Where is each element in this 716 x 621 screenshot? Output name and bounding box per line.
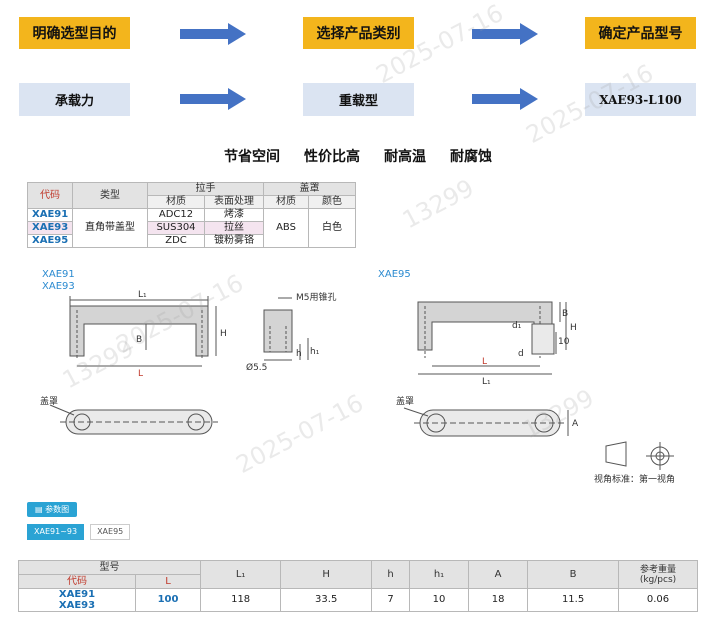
flow-value-label: 重载型 — [338, 94, 378, 109]
slogan-item: 性价比高 — [304, 149, 360, 165]
cell-cover-material: ABS — [263, 208, 309, 248]
header-h: H — [280, 560, 373, 589]
arrow-right-icon — [180, 23, 246, 45]
cell-l: 100 — [135, 588, 201, 612]
tab-xae91-93[interactable]: XAE91~93 — [27, 524, 85, 540]
watermark: 13299 — [397, 173, 479, 235]
cell-h-small: 7 — [371, 588, 410, 612]
spec-table: 代码 类型 拉手 盖罩 材质 表面处理 材质 颜色 XAE91 直角带盖型 AD… — [27, 182, 356, 248]
flow-step-purpose: 明确选型目的 — [19, 17, 130, 49]
svg-text:视角标准：第一视角: 视角标准：第一视角 — [594, 473, 675, 485]
svg-text:盖罩: 盖罩 — [396, 395, 414, 407]
header-type: 类型 — [72, 182, 148, 209]
header-cover: 盖罩 — [263, 182, 356, 196]
svg-text:L₁: L₁ — [482, 377, 491, 387]
param-table: 型号 L₁ H h h₁ A B 参考重量 (kg/pcs) 代码 L XAE9… — [18, 560, 698, 612]
cell-material: ADC12 — [147, 208, 205, 222]
cell-surface: 拉丝 — [204, 221, 264, 235]
header-handle: 拉手 — [147, 182, 264, 196]
cell-surface: 镀粉雾铬 — [204, 234, 264, 248]
slogan-item: 节省空间 — [224, 149, 280, 165]
flow-value-load: 承载力 — [19, 83, 130, 116]
cell-type: 直角带盖型 — [72, 208, 148, 248]
technical-drawing: L₁ L H B M5用锥孔 Ø5.5 h h₁ 盖罩 L L₁ B H d₁ … — [40, 290, 675, 485]
flow-value-part-number: XAE93-L100 — [585, 83, 696, 116]
svg-text:10: 10 — [558, 337, 570, 347]
cell-surface: 烤漆 — [204, 208, 264, 222]
svg-text:H: H — [220, 329, 227, 339]
header-code: 代码 — [18, 574, 136, 589]
cell-code: XAE93 — [27, 221, 73, 235]
cell-weight: 0.06 — [618, 588, 698, 612]
header-material: 材质 — [147, 195, 205, 209]
svg-text:盖罩: 盖罩 — [40, 395, 58, 407]
cell-h: 33.5 — [280, 588, 373, 612]
svg-text:A: A — [572, 419, 579, 429]
badge-label: 参数图 — [45, 505, 70, 514]
flow-value-heavy: 重载型 — [303, 83, 414, 116]
svg-text:d: d — [518, 349, 524, 359]
table-row: XAE95 ZDC 镀粉雾铬 — [27, 234, 356, 248]
cell-b: 11.5 — [527, 588, 619, 612]
svg-text:Ø5.5: Ø5.5 — [246, 362, 267, 373]
cell-material: SUS304 — [147, 221, 205, 235]
header-surface: 表面处理 — [204, 195, 264, 209]
header-h1: h₁ — [408, 560, 470, 589]
slogan-item: 耐腐蚀 — [450, 149, 492, 165]
model-tabs: XAE91~93 XAE95 — [27, 524, 131, 540]
header-l: L — [135, 574, 201, 589]
svg-text:L: L — [138, 369, 143, 379]
svg-text:M5用锥孔: M5用锥孔 — [296, 291, 337, 303]
cell-h1: 10 — [408, 588, 470, 612]
cell-a: 18 — [468, 588, 529, 612]
header-code: 代码 — [27, 182, 73, 209]
cell-code: XAE95 — [27, 234, 73, 248]
header-color: 颜色 — [308, 195, 356, 209]
arrow-right-icon — [180, 88, 246, 110]
svg-text:L₁: L₁ — [138, 290, 147, 300]
header-a: A — [468, 560, 529, 589]
cell-material: ZDC — [147, 234, 205, 248]
dimension-labels: L₁ L H B M5用锥孔 Ø5.5 h h₁ 盖罩 L L₁ B H d₁ … — [40, 290, 675, 485]
svg-text:h: h — [296, 349, 302, 359]
flow-step-model: 确定产品型号 — [585, 17, 696, 49]
param-diagram-badge: ▤ 参数图 — [27, 502, 78, 517]
cell-code: XAE91 — [27, 208, 73, 222]
slogan-item: 耐高温 — [384, 149, 426, 165]
arrow-right-icon — [472, 23, 538, 45]
flow-step-label: 选择产品类别 — [316, 26, 401, 42]
feature-slogans: 节省空间 性价比高 耐高温 耐腐蚀 — [0, 146, 716, 166]
flow-step-label: 明确选型目的 — [32, 26, 117, 42]
flow-step-category: 选择产品类别 — [303, 17, 414, 49]
drawing-label-right: XAE95 — [378, 269, 411, 280]
header-b: B — [527, 560, 619, 589]
svg-text:L: L — [482, 357, 487, 367]
header-weight: 参考重量 (kg/pcs) — [618, 560, 698, 589]
cell-l1: 118 — [199, 588, 282, 612]
header-cover-material: 材质 — [263, 195, 309, 209]
document-icon: ▤ — [35, 505, 46, 514]
table-row: XAE91 直角带盖型 ADC12 烤漆 ABS 白色 — [27, 208, 356, 248]
flow-value-label: 承载力 — [54, 94, 94, 109]
header-h-small: h — [371, 560, 410, 589]
svg-text:H: H — [570, 323, 577, 333]
svg-text:B: B — [136, 335, 142, 345]
svg-text:d₁: d₁ — [512, 321, 522, 331]
arrow-right-icon — [472, 88, 538, 110]
svg-text:h₁: h₁ — [310, 347, 320, 357]
flow-step-label: 确定产品型号 — [598, 26, 683, 42]
tab-xae95[interactable]: XAE95 — [90, 524, 131, 540]
flow-value-label: XAE93-L100 — [599, 92, 682, 107]
header-model: 型号 — [18, 560, 201, 575]
header-l1: L₁ — [199, 560, 282, 589]
cell-cover-color: 白色 — [308, 208, 356, 248]
svg-text:B: B — [562, 309, 568, 319]
